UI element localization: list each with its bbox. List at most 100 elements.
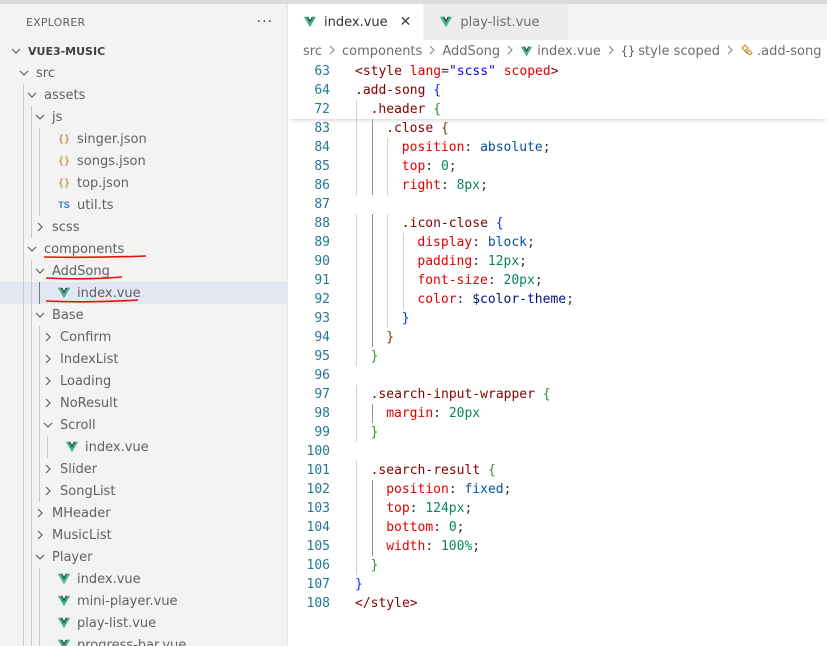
- tree-folder[interactable]: Confirm: [0, 326, 287, 348]
- tree-item-label: index.vue: [77, 571, 141, 587]
- chevron-down-icon[interactable]: [32, 263, 48, 279]
- tree-folder[interactable]: AddSong: [0, 260, 287, 282]
- code-token: :: [472, 254, 488, 269]
- close-icon[interactable]: ✕: [399, 14, 412, 30]
- tree-folder[interactable]: MHeader: [0, 502, 287, 524]
- code-editor[interactable]: 63<style lang="scss" scoped>64.add-song …: [288, 62, 827, 613]
- tree-folder[interactable]: src: [0, 62, 287, 84]
- chevron-down-icon[interactable]: [16, 65, 32, 81]
- code-line[interactable]: 107}: [288, 575, 827, 594]
- tree-file[interactable]: index.vue: [0, 282, 287, 304]
- chevron-right-icon[interactable]: [40, 461, 56, 477]
- chevron-right-icon[interactable]: [40, 483, 56, 499]
- breadcrumb-item[interactable]: .add-song: [740, 43, 821, 60]
- more-actions-icon[interactable]: ···: [256, 14, 273, 30]
- chevron-down-icon[interactable]: [24, 87, 40, 103]
- tree-folder[interactable]: assets: [0, 84, 287, 106]
- line-number: 104: [306, 520, 330, 535]
- code-line[interactable]: 63<style lang="scss" scoped>: [288, 62, 827, 81]
- sticky-scroll-header[interactable]: 63<style lang="scss" scoped>64.add-song …: [288, 62, 827, 119]
- tree-folder[interactable]: Base: [0, 304, 287, 326]
- tree-folder[interactable]: NoResult: [0, 392, 287, 414]
- vue-file-icon: [438, 15, 454, 29]
- tree-folder[interactable]: Slider: [0, 458, 287, 480]
- code-line[interactable]: 100: [288, 442, 827, 461]
- code-line[interactable]: 64.add-song {: [288, 81, 827, 100]
- code-token: scoped: [503, 64, 551, 79]
- tree-file[interactable]: {}songs.json: [0, 150, 287, 172]
- vue-file-icon: [56, 286, 72, 300]
- indent-guide: [31, 524, 32, 546]
- tree-folder[interactable]: Loading: [0, 370, 287, 392]
- code-token: }: [386, 330, 395, 345]
- tree-file[interactable]: mini-player.vue: [0, 590, 287, 612]
- chevron-right-icon[interactable]: [40, 395, 56, 411]
- tree-folder[interactable]: Scroll: [0, 414, 287, 436]
- indent-guide: [23, 458, 24, 480]
- tree-file[interactable]: {}singer.json: [0, 128, 287, 150]
- code-line[interactable]: 101.search-result {: [288, 461, 827, 480]
- chevron-down-icon[interactable]: [40, 417, 56, 433]
- indent-guide: [402, 271, 404, 290]
- code-line[interactable]: 96: [288, 366, 827, 385]
- code-line[interactable]: 93}: [288, 309, 827, 328]
- chevron-right-icon[interactable]: [32, 219, 48, 235]
- tree-file[interactable]: progress-bar.vue: [0, 634, 287, 646]
- code-line[interactable]: 88.icon-close {: [288, 214, 827, 233]
- chevron-down-icon[interactable]: [32, 549, 48, 565]
- tree-file[interactable]: index.vue: [0, 436, 287, 458]
- chevron-down-icon[interactable]: [24, 241, 40, 257]
- tree-file[interactable]: {}top.json: [0, 172, 287, 194]
- code-line[interactable]: 97.search-input-wrapper {: [288, 385, 827, 404]
- breadcrumb-item[interactable]: src: [303, 44, 322, 59]
- code-token: }: [370, 425, 379, 440]
- tree-file[interactable]: play-list.vue: [0, 612, 287, 634]
- tab-play-list-vue[interactable]: play-list.vue: [424, 4, 569, 40]
- code-token: :: [464, 140, 481, 155]
- tree-folder[interactable]: Player: [0, 546, 287, 568]
- tree-folder[interactable]: components: [0, 238, 287, 260]
- chevron-right-icon[interactable]: [32, 527, 48, 543]
- code-line[interactable]: 94}: [288, 328, 827, 347]
- tree-folder[interactable]: SongList: [0, 480, 287, 502]
- tree-folder[interactable]: js: [0, 106, 287, 128]
- code-line[interactable]: 72.header {: [288, 100, 827, 119]
- tree-folder[interactable]: VUE3-MUSIC: [0, 40, 287, 62]
- tree-folder[interactable]: scss: [0, 216, 287, 238]
- code-line[interactable]: 83.close {: [288, 119, 827, 138]
- tab-index-vue[interactable]: index.vue✕: [288, 4, 425, 40]
- code-line[interactable]: 99}: [288, 423, 827, 442]
- chevron-right-icon[interactable]: [40, 373, 56, 389]
- chevron-right-icon[interactable]: [32, 505, 48, 521]
- breadcrumb-item[interactable]: components: [342, 44, 422, 59]
- chevron-right-icon[interactable]: [40, 329, 56, 345]
- tree-folder[interactable]: IndexList: [0, 348, 287, 370]
- breadcrumb-item[interactable]: index.vue: [520, 44, 601, 59]
- tree-file[interactable]: index.vue: [0, 568, 287, 590]
- chevron-right-icon[interactable]: [40, 351, 56, 367]
- chevron-down-icon[interactable]: [32, 307, 48, 323]
- chevron-down-icon[interactable]: [8, 43, 24, 59]
- tree-folder[interactable]: MusicList: [0, 524, 287, 546]
- breadcrumb-item[interactable]: AddSong: [442, 44, 500, 59]
- chevron-down-icon[interactable]: [32, 109, 48, 125]
- code-line[interactable]: 87: [288, 195, 827, 214]
- code-line[interactable]: 106}: [288, 556, 827, 575]
- code-line[interactable]: 108</style>: [288, 594, 827, 613]
- breadcrumb-item[interactable]: {}style scoped: [621, 44, 720, 59]
- code-line[interactable]: 95}: [288, 347, 827, 366]
